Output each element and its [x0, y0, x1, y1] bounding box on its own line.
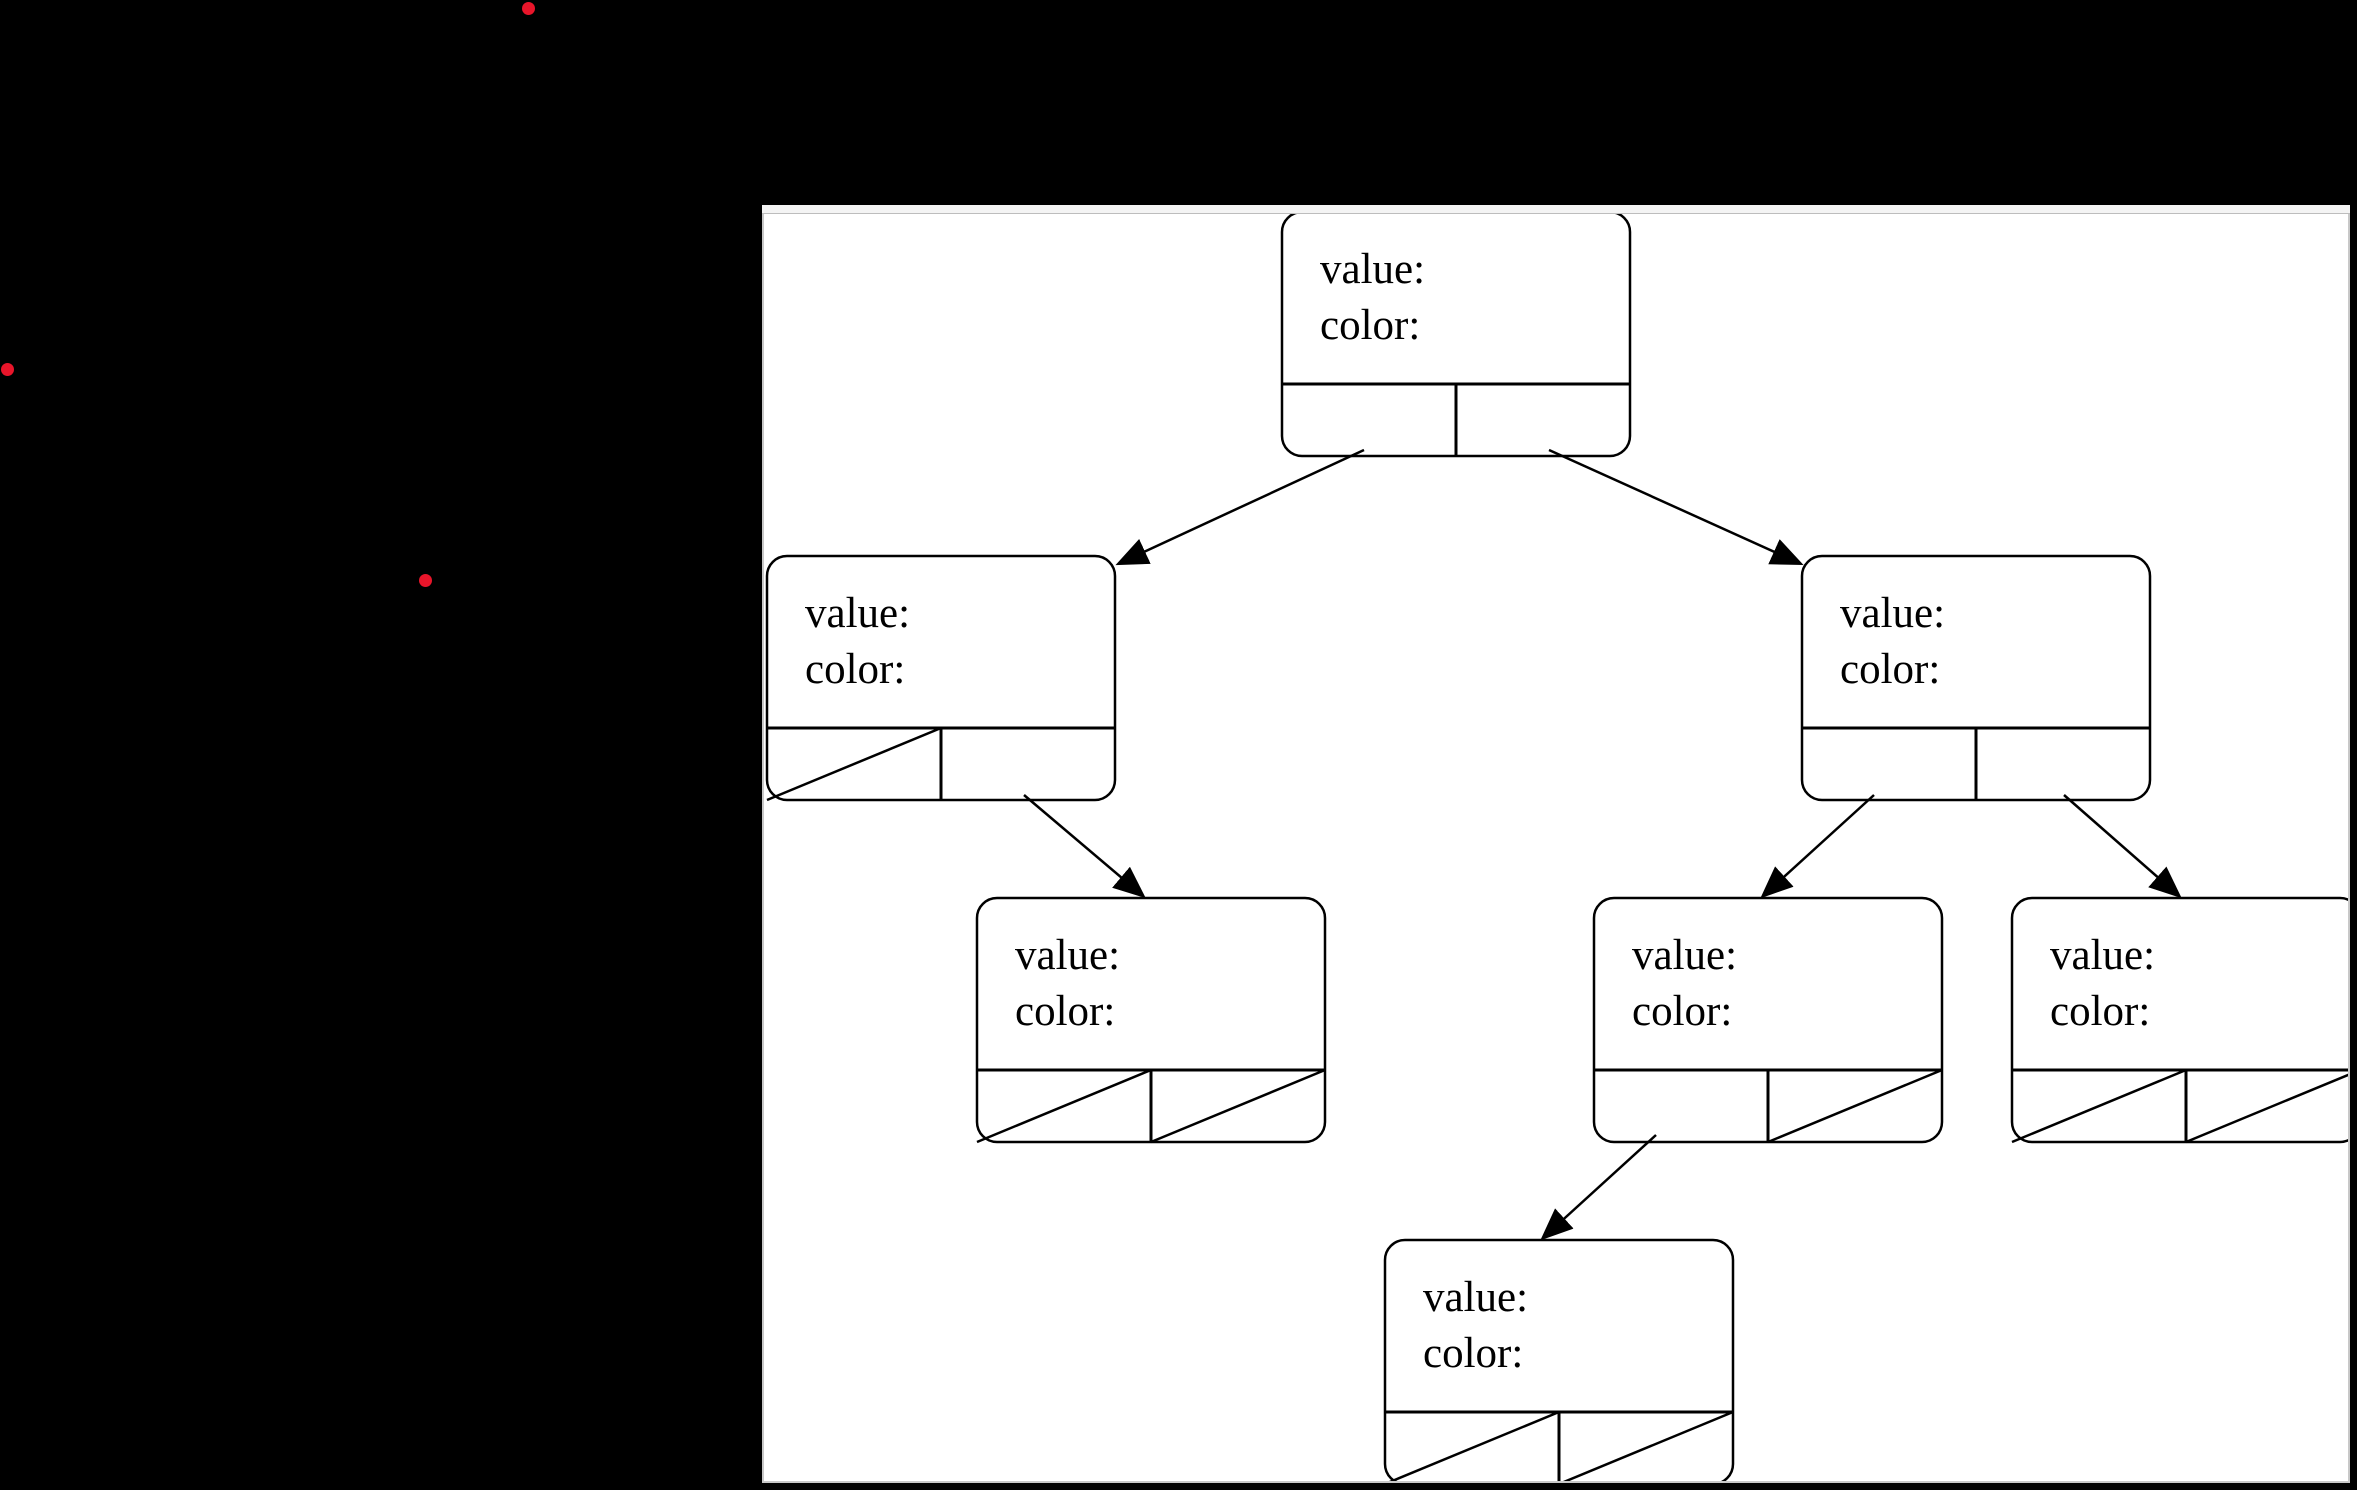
diagram-svg [765, 210, 2350, 1483]
tree-node-left-child[interactable] [765, 554, 1117, 802]
marker-dot-1 [522, 2, 535, 15]
node-right-child-color-label: color: [1840, 646, 1941, 693]
null-pointer-slash-left [1388, 1410, 1560, 1481]
edge-left-to-grandchild [1023, 794, 1146, 899]
node-root-color-label: color: [1320, 302, 1421, 349]
marker-dot-2 [1, 363, 14, 376]
null-pointer-slash-right [1150, 1068, 1326, 1144]
edge-right-to-right-grandchild [2063, 794, 2182, 899]
node-right-right-grandchild-color-label: color: [2050, 988, 2151, 1035]
node-right-left-grandchild-value-label: value: [1632, 932, 1738, 979]
diagram-paper: value: color: value: color: value: color… [762, 205, 2350, 1483]
node-right-child-value-label: value: [1840, 590, 1946, 637]
edge-root-to-right-child [1548, 448, 1804, 566]
node-left-right-grandchild-value-label: value: [1015, 932, 1121, 979]
tree-node-right-child[interactable] [1800, 554, 2152, 802]
null-pointer-slash-left [2011, 1068, 2187, 1144]
node-left-child-value-label: value: [805, 590, 911, 637]
null-pointer-slash-left [766, 726, 942, 802]
edge-root-to-left-child [1115, 448, 1365, 566]
node-right-left-grandchild-color-label: color: [1632, 988, 1733, 1035]
null-pointer-slash-right [2185, 1073, 2348, 1144]
marker-dot-3 [419, 574, 432, 587]
null-pointer-slash-right [1562, 1410, 1734, 1481]
edge-grandchild-to-great-grandchild [1540, 1134, 1657, 1241]
tree-node-great-grandchild[interactable] [1383, 1238, 1735, 1483]
null-pointer-slash-left [976, 1068, 1152, 1144]
node-left-child-color-label: color: [805, 646, 906, 693]
node-root-value-label: value: [1320, 246, 1426, 293]
null-pointer-slash-right [1767, 1068, 1943, 1144]
node-left-right-grandchild-color-label: color: [1015, 988, 1116, 1035]
tree-node-left-right-grandchild[interactable] [975, 896, 1327, 1144]
node-great-grandchild-value-label: value: [1423, 1274, 1529, 1321]
edge-right-to-left-grandchild [1760, 794, 1875, 899]
paper-top-band [762, 205, 2350, 214]
node-great-grandchild-color-label: color: [1423, 1330, 1524, 1377]
tree-node-right-left-grandchild[interactable] [1592, 896, 1944, 1144]
node-right-right-grandchild-value-label: value: [2050, 932, 2156, 979]
tree-node-right-right-grandchild[interactable] [2010, 896, 2350, 1144]
